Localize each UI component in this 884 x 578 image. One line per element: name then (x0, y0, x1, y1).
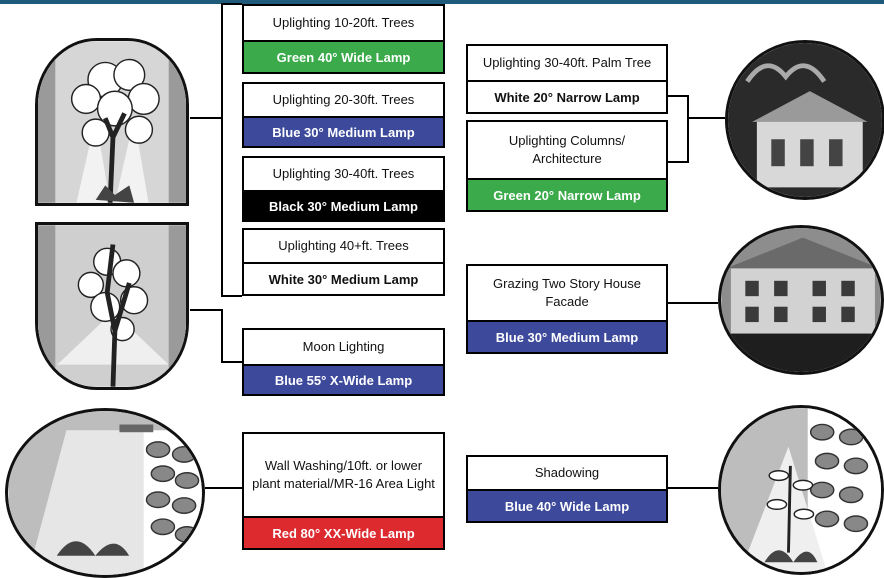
shadowing-icon (721, 408, 881, 572)
box-label: Uplighting 30-40ft. Trees (272, 166, 415, 182)
wall-wash-icon (8, 411, 202, 575)
wall-wash-illustration (5, 408, 205, 578)
tree-moonlight-illustration (35, 222, 189, 390)
header-bar (0, 0, 884, 4)
lamp-badge-black: Black 30° Medium Lamp (244, 190, 443, 220)
two-story-house-photo (718, 225, 884, 375)
box-label: Uplighting 30-40ft. Palm Tree (482, 55, 652, 71)
house-photo-icon (721, 228, 881, 372)
lamp-badge-blue: Blue 30° Medium Lamp (468, 320, 666, 352)
box-label: Uplighting 20-30ft. Trees (272, 92, 415, 108)
box-uplight-20-30: Uplighting 20-30ft. Trees Blue 30° Mediu… (242, 82, 445, 148)
box-shadowing: Shadowing Blue 40° Wide Lamp (466, 455, 668, 523)
lamp-badge-green: Green 40° Wide Lamp (244, 40, 443, 72)
lamp-badge-white: White 20° Narrow Lamp (468, 80, 666, 112)
box-grazing: Grazing Two Story House Facade Blue 30° … (466, 264, 668, 354)
box-label: Uplighting 10-20ft. Trees (272, 15, 415, 31)
box-label: Grazing Two Story House Facade (493, 276, 641, 309)
palm-house-photo (725, 40, 884, 200)
box-wall-washing: Wall Washing/10ft. or lower plant materi… (242, 432, 445, 550)
box-label: Wall Washing/10ft. or lower plant materi… (252, 458, 435, 491)
lamp-badge-white: White 30° Medium Lamp (244, 262, 443, 294)
lamp-badge-blue: Blue 40° Wide Lamp (468, 489, 666, 521)
tree-uplight-icon (38, 41, 186, 203)
box-palm-tree: Uplighting 30-40ft. Palm Tree White 20° … (466, 44, 668, 114)
house-photo-icon (728, 43, 882, 197)
tree-uplight-illustration (35, 38, 189, 206)
shadowing-illustration (718, 405, 884, 575)
box-uplight-10-20: Uplighting 10-20ft. Trees Green 40° Wide… (242, 4, 445, 74)
box-label: Uplighting Columns/ Architecture (508, 133, 626, 166)
box-uplight-30-40: Uplighting 30-40ft. Trees Black 30° Medi… (242, 156, 445, 222)
box-uplight-40plus: Uplighting 40+ft. Trees White 30° Medium… (242, 228, 445, 296)
box-label: Uplighting 40+ft. Trees (278, 238, 409, 254)
box-columns: Uplighting Columns/ Architecture Green 2… (466, 120, 668, 212)
box-label: Shadowing (534, 465, 600, 481)
lamp-badge-blue: Blue 30° Medium Lamp (244, 116, 443, 146)
lamp-badge-blue: Blue 55° X-Wide Lamp (244, 364, 443, 394)
lamp-badge-red: Red 80° XX-Wide Lamp (244, 516, 443, 548)
box-label: Moon Lighting (302, 339, 385, 355)
tree-moonlight-icon (38, 225, 186, 387)
box-moon-lighting: Moon Lighting Blue 55° X-Wide Lamp (242, 328, 445, 396)
lamp-badge-green: Green 20° Narrow Lamp (468, 178, 666, 210)
